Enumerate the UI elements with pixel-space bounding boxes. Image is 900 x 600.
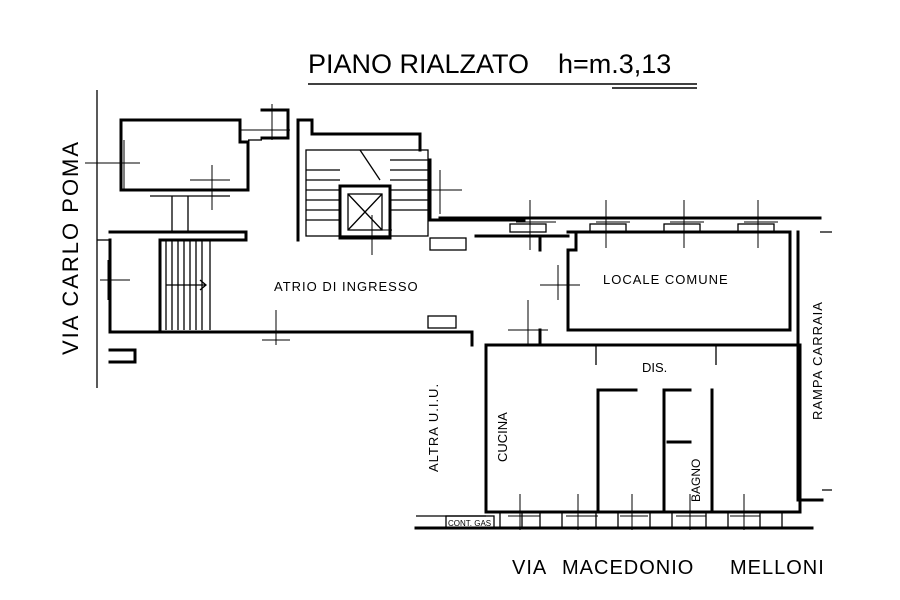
apartment-walls [484,328,802,514]
street-label-macedonio: MACEDONIO [562,557,694,579]
rampa-wall [796,230,832,502]
label-altra-uiu: ALTRA U.I.U. [426,383,441,472]
upper-left-room [119,108,290,232]
atrio-walls [270,158,570,347]
stair-core [296,118,429,242]
room-label-bagno: BAGNO [689,459,703,502]
opening-markers [85,104,778,530]
lower-left-room [108,230,274,364]
room-label-atrio: ATRIO DI INGRESSO [274,279,419,294]
street-label-via-carlo-poma: VIA CARLO POMA [58,140,83,355]
locale-comune-room [438,216,822,332]
plan-title: PIANO RIALZATO [308,49,529,79]
facade-windows [414,511,814,530]
street-label-melloni: MELLONI [730,557,825,579]
label-rampa-carraia: RAMPA CARRAIA [810,301,825,420]
room-label-locale-comune: LOCALE COMUNE [603,272,729,287]
room-label-cucina: CUCINA [495,412,510,462]
plan-height: h=m.3,13 [558,49,671,79]
street-label-via: VIA [512,557,547,579]
room-label-dis: DIS. [642,360,667,375]
street-edge-left [96,90,110,388]
label-cont-gas: CONT. GAS [448,519,491,528]
